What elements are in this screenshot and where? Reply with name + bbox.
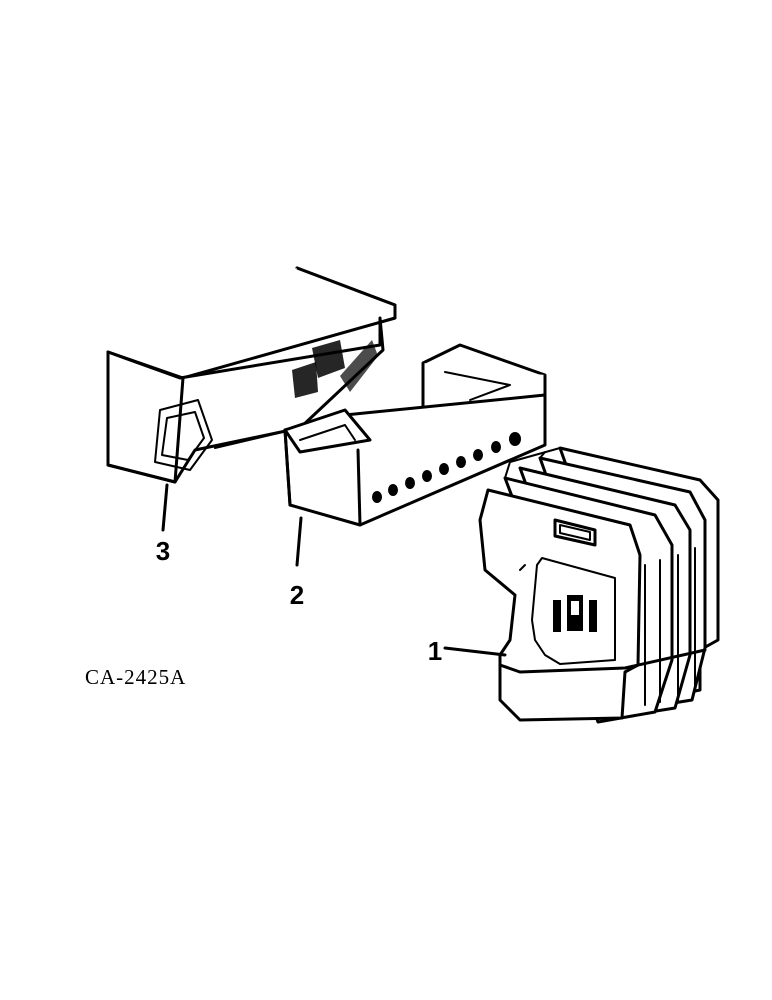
callout-2: 2 — [290, 580, 304, 610]
ih-logo — [553, 595, 597, 632]
leader-2 — [295, 516, 303, 567]
leader-3 — [161, 483, 169, 532]
callout-3: 3 — [156, 536, 170, 566]
carrier-holes — [372, 432, 521, 503]
carrier-part-2 — [283, 343, 547, 527]
weights-part-1 — [478, 446, 720, 724]
bracket-part-3 — [106, 266, 397, 484]
callout-1: 1 — [428, 636, 442, 666]
leader-1 — [443, 646, 507, 657]
leader-lines — [161, 483, 507, 657]
drawing-code: CA-2425A — [85, 665, 186, 689]
